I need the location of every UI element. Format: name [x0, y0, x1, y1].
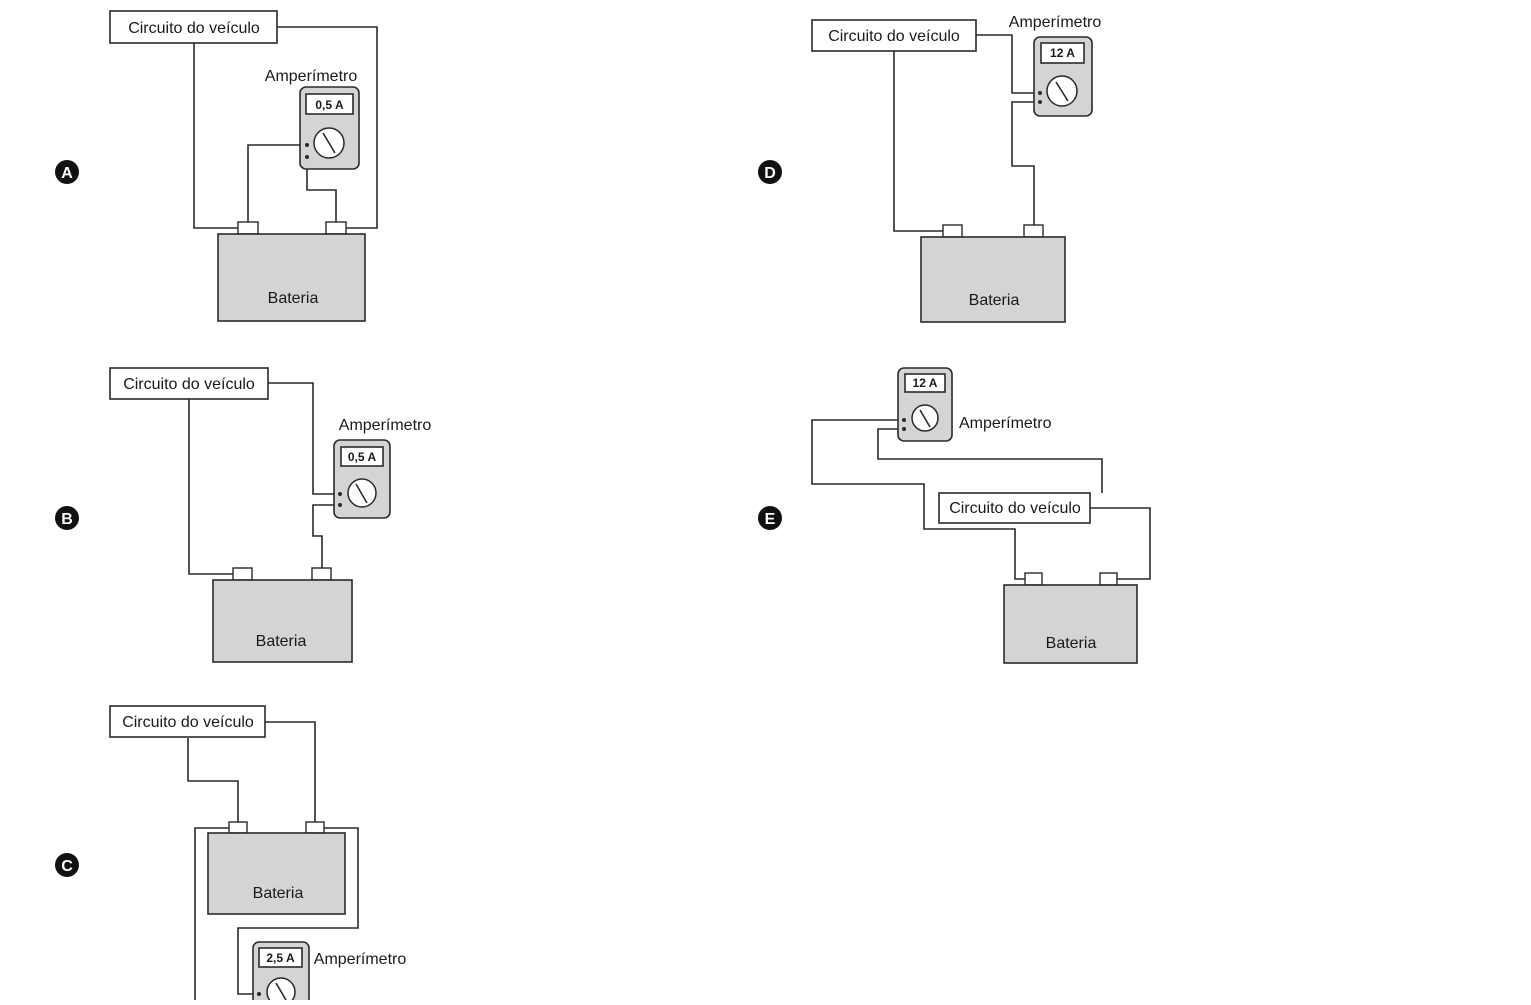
option-e-letter: E	[765, 511, 776, 528]
option-d-battery	[920, 236, 1066, 323]
option-d-meter-needle	[1055, 81, 1069, 102]
option-d-wire-to-meter	[976, 34, 1040, 94]
option-c-meter-label: Amperímetro	[314, 951, 407, 968]
option-a-battery-label: Bateria	[268, 290, 319, 307]
option-d-circuit-label: Circuito do veículo	[828, 28, 960, 45]
option-e-terminal-left	[1024, 572, 1043, 586]
option-e-meter-needle	[919, 409, 931, 428]
option-b-wire-left	[188, 399, 234, 575]
option-d-battery-label: Bateria	[969, 292, 1020, 309]
option-a-circuit-label: Circuito do veículo	[128, 20, 260, 37]
option-d-meter-label: Amperímetro	[1009, 14, 1102, 31]
option-a-terminal-right	[325, 221, 347, 235]
option-b-wire-to-meter	[268, 382, 340, 495]
option-a: A Circuito do veículo Bateria Amperímetr…	[55, 10, 378, 322]
option-b-probe-1	[338, 492, 342, 496]
option-d-letter: D	[764, 165, 776, 182]
option-d-badge[interactable]: D	[758, 160, 782, 184]
option-e-terminal-right	[1099, 572, 1118, 586]
option-b-probe-2	[338, 503, 342, 507]
option-c: C Circuito do veículo Bateria Amperímetr…	[55, 705, 407, 1005]
option-e-wire-meter-to-battery	[811, 419, 1016, 574]
option-e-probe-2	[902, 427, 906, 431]
option-e-circuit-box	[938, 492, 1091, 524]
option-d: D Circuito do veículo Bateria Amperímetr…	[758, 14, 1102, 323]
option-a-battery	[217, 233, 366, 322]
option-e-probe-1	[902, 418, 906, 422]
option-e-badge[interactable]: E	[758, 506, 782, 530]
option-d-terminal-right	[1023, 224, 1044, 238]
option-b-battery-label: Bateria	[256, 633, 307, 650]
option-c-terminal-right	[305, 821, 325, 834]
option-b-circuit-box	[109, 367, 269, 400]
option-b-badge[interactable]: B	[55, 506, 79, 530]
option-b-circuit-label: Circuito do veículo	[123, 376, 255, 393]
option-c-battery-label: Bateria	[253, 885, 304, 902]
option-b: B Circuito do veículo Bateria Amperímetr…	[55, 367, 432, 663]
option-b-terminal-left	[232, 567, 253, 581]
option-a-probe-2	[305, 155, 309, 159]
option-e-wire-circuit-to-battery	[1090, 507, 1151, 580]
option-e: E Circuito do veículo Bateria Amperímetr…	[758, 367, 1151, 664]
option-c-meter-needle	[275, 982, 287, 1001]
option-d-meter-reading: 12 A	[1050, 46, 1075, 60]
option-e-meter-reading: 12 A	[913, 376, 938, 390]
option-c-battery	[207, 832, 346, 915]
option-c-wire-outer-left	[194, 827, 229, 1000]
option-d-probe-1	[1038, 91, 1042, 95]
option-e-wire-meter-to-circuit	[877, 428, 1103, 493]
option-a-badge[interactable]: A	[55, 160, 79, 184]
option-b-meter-needle	[355, 483, 368, 504]
option-a-wire-meter-in	[247, 144, 307, 223]
option-b-meter-label: Amperímetro	[339, 417, 432, 434]
option-b-wire-from-meter	[312, 504, 340, 569]
option-e-battery	[1003, 584, 1138, 664]
option-c-wire-circuit-left	[187, 738, 239, 822]
option-a-probe-1	[305, 143, 309, 147]
option-b-meter-display	[340, 446, 384, 467]
option-a-letter: A	[61, 165, 73, 182]
option-a-terminal-left	[237, 221, 259, 235]
option-c-badge[interactable]: C	[55, 853, 79, 877]
option-e-meter-display	[904, 373, 946, 393]
option-c-meter-dial	[266, 977, 296, 1005]
option-c-circuit-label: Circuito do veículo	[122, 714, 254, 731]
option-c-probe-1	[257, 992, 261, 996]
option-d-wire-from-meter	[1011, 101, 1040, 226]
option-e-wire-left-terminal	[1014, 574, 1025, 580]
option-d-probe-2	[1038, 100, 1042, 104]
option-a-wire-left	[193, 43, 240, 229]
option-d-terminal-left	[942, 224, 963, 238]
option-a-circuit-box	[109, 10, 278, 44]
option-e-circuit-label: Circuito do veículo	[949, 500, 1081, 517]
option-a-meter-label: Amperímetro	[265, 68, 358, 85]
option-e-meter-label: Amperímetro	[959, 415, 1052, 432]
option-c-meter-display	[258, 947, 303, 968]
option-b-terminal-right	[311, 567, 332, 581]
option-a-wire-meter-out	[306, 157, 337, 223]
option-b-meter-reading: 0,5 A	[348, 450, 377, 464]
option-b-letter: B	[61, 511, 73, 528]
option-a-meter-reading: 0,5 A	[315, 98, 344, 112]
option-c-letter: C	[61, 858, 73, 875]
option-c-wire-to-meter	[237, 827, 359, 995]
option-c-circuit-box	[109, 705, 266, 738]
option-d-meter-display	[1040, 42, 1085, 64]
option-e-battery-label: Bateria	[1046, 635, 1097, 652]
option-a-meter-needle	[322, 132, 336, 154]
option-c-meter-reading: 2,5 A	[266, 951, 295, 965]
option-a-wire-right	[277, 26, 378, 229]
option-c-wire-circuit-right	[265, 721, 316, 822]
option-d-circuit-box	[811, 19, 977, 52]
option-a-meter-display	[305, 93, 354, 115]
option-c-terminal-left	[228, 821, 248, 834]
option-d-wire-left	[893, 51, 944, 232]
option-b-battery	[212, 579, 353, 663]
